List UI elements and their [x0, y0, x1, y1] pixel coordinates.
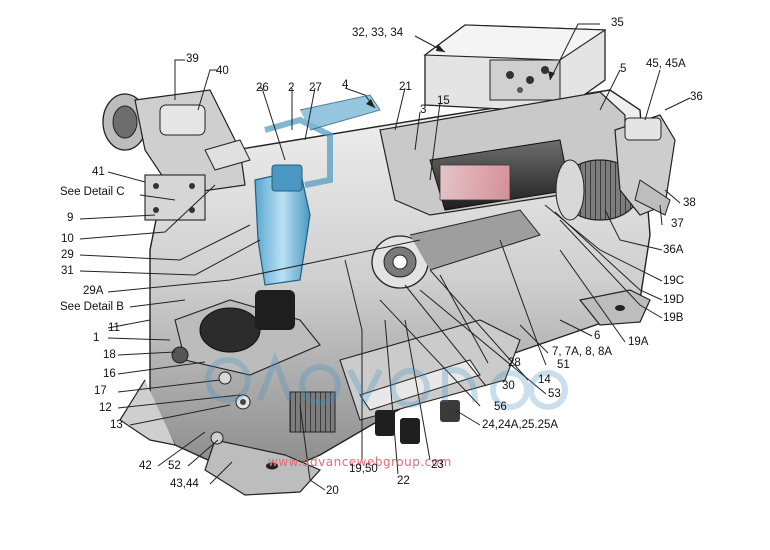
callout-9: 9: [67, 212, 74, 224]
callout-40: 40: [216, 65, 229, 77]
callout-19b: 19B: [663, 312, 684, 324]
callout-29: 29: [61, 249, 74, 261]
callout-30: 30: [502, 380, 515, 392]
callout-16: 16: [103, 368, 116, 380]
crankshaft: [174, 209, 541, 376]
callout-14: 14: [538, 374, 551, 386]
callout-1: 1: [93, 332, 100, 344]
callout-42: 42: [139, 460, 152, 472]
callout-18: 18: [103, 349, 116, 361]
callout-20: 20: [326, 485, 339, 497]
callout-4: 4: [342, 79, 349, 91]
suction-valve: [102, 89, 251, 221]
callout-43-44: 43,44: [170, 478, 199, 490]
callout-37: 37: [671, 218, 684, 230]
callout-36a: 36A: [663, 244, 684, 256]
leader-arrowheads: [366, 44, 555, 108]
discharge-valve: [614, 114, 676, 216]
callout-15: 15: [437, 95, 450, 107]
callout-45-45a: 45, 45A: [646, 58, 686, 70]
callout-see-detail-c: See Detail C: [60, 186, 125, 198]
oil-pump: [171, 319, 521, 445]
callout-19c: 19C: [663, 275, 685, 287]
callout-2: 2: [288, 82, 295, 94]
callout-see-detail-b: See Detail B: [60, 301, 124, 313]
callout-19d: 19D: [663, 294, 685, 306]
callout-28: 28: [508, 357, 521, 369]
terminal-box: [423, 24, 607, 113]
callout-23: 23: [431, 459, 444, 471]
callout-53: 53: [548, 388, 561, 400]
callout-38: 38: [683, 197, 696, 209]
callout-7-8: 7, 7A, 8, 8A: [552, 346, 613, 358]
callout-29a: 29A: [83, 285, 104, 297]
callout-31: 31: [61, 265, 74, 277]
callout-39: 39: [186, 53, 199, 65]
callout-12: 12: [99, 402, 112, 414]
callout-41: 41: [92, 166, 105, 178]
callout-27: 27: [309, 82, 322, 94]
callout-6: 6: [594, 330, 601, 342]
callout-10: 10: [61, 233, 74, 245]
callout-17: 17: [94, 385, 107, 397]
cylinder-highlight: [254, 94, 381, 286]
callout-56: 56: [494, 401, 507, 413]
callout-51: 51: [557, 359, 570, 371]
callout-26: 26: [256, 82, 269, 94]
callout-35: 35: [611, 17, 624, 29]
callout-36: 36: [690, 91, 703, 103]
callout-5: 5: [620, 63, 627, 75]
watermark-logo: [205, 351, 568, 410]
callout-24-25: 24,24A,25.25A: [482, 419, 559, 431]
callout-21: 21: [399, 81, 412, 93]
callout-3: 3: [420, 104, 427, 116]
mounting-feet: [204, 289, 651, 496]
callout-32-33-34: 32, 33, 34: [352, 27, 404, 39]
callout-13: 13: [110, 419, 123, 431]
callout-22: 22: [397, 475, 410, 487]
callout-19a: 19A: [628, 336, 649, 348]
watermark-url: www.advancewebgroup.com: [268, 455, 452, 469]
callout-52: 52: [168, 460, 181, 472]
callout-11: 11: [108, 322, 120, 334]
callout-19-50: 19,50: [349, 463, 378, 475]
